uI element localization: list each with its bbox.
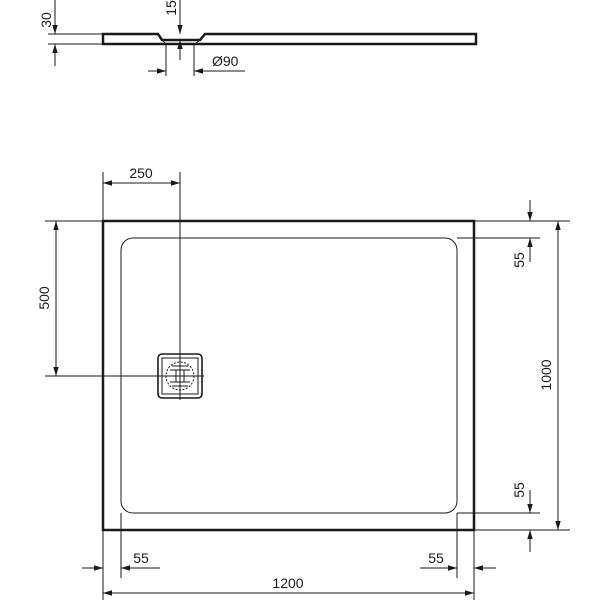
plan-view: 250 500 1000 55 55 55 55 1200	[36, 165, 570, 600]
dim-rim-right-label: 55	[428, 550, 444, 566]
dim-width-label: 1200	[272, 575, 303, 591]
profile-view: 30 15 Ø90	[38, 0, 478, 76]
dim-rim-bottom-label: 55	[511, 482, 527, 498]
dim-drain-x-label: 250	[129, 165, 153, 181]
dim-drain-depth-label: 15	[163, 0, 179, 16]
dim-height-label: 30	[38, 12, 54, 28]
dim-rim-left-label: 55	[133, 550, 149, 566]
tray-profile	[101, 32, 478, 46]
dim-depth-label: 1000	[538, 359, 554, 390]
dim-drain-y-label: 500	[36, 286, 52, 310]
dim-drain-diameter-label: Ø90	[212, 53, 239, 69]
dim-rim-top-label: 55	[511, 252, 527, 268]
